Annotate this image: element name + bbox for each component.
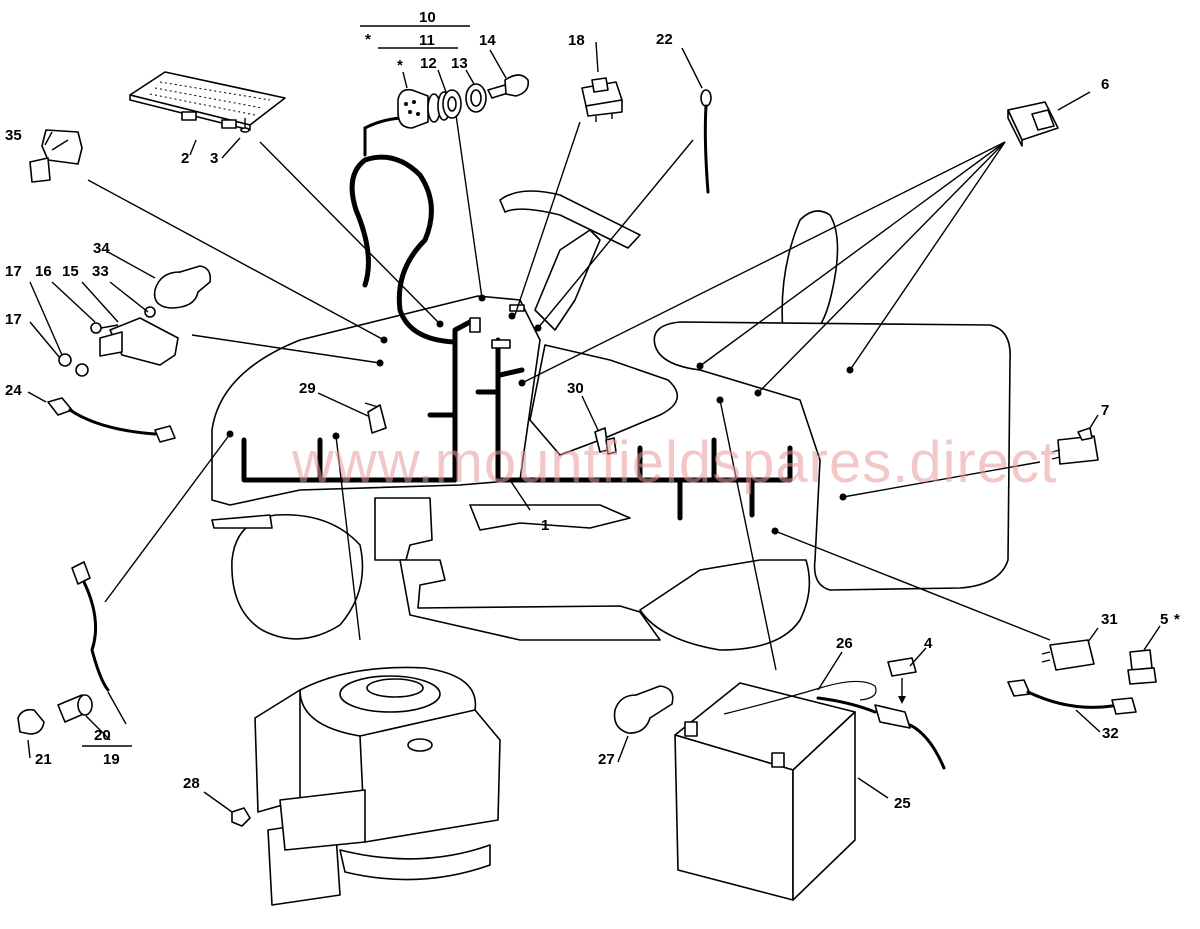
screw-part	[240, 118, 250, 133]
label-2: 2	[181, 150, 189, 167]
label-26: 26	[836, 635, 853, 652]
cable-clip-part	[367, 404, 387, 434]
label-11: 11	[419, 32, 435, 49]
label-30: 30	[567, 380, 584, 397]
label-3: 3	[210, 150, 218, 167]
wire-lead-part-32	[1007, 679, 1137, 715]
label-15: 15	[62, 263, 79, 280]
label-22: 22	[656, 31, 673, 48]
ignition-switch-part	[397, 83, 487, 129]
label-32: 32	[1102, 725, 1119, 742]
relay-switch-part	[1041, 639, 1095, 671]
label-16: 16	[35, 263, 52, 280]
label-14: 14	[479, 32, 496, 49]
label-1: 1	[541, 517, 549, 534]
microswitch-part	[1051, 427, 1099, 465]
pressure-switch-part	[1127, 649, 1157, 685]
watermark-text: www.mountfieldspares.direct	[291, 430, 1057, 495]
label-31: 31	[1101, 611, 1118, 628]
label-28: 28	[183, 775, 200, 792]
tractor-outline	[211, 190, 1011, 651]
terminal-cap-part	[613, 685, 674, 734]
clip-part	[594, 427, 617, 455]
label-5: 5	[1160, 611, 1168, 628]
label-17b: 17	[5, 311, 22, 328]
label-star-a: *	[365, 31, 371, 48]
label-20: 20	[94, 727, 111, 744]
lamp-harness-part	[17, 561, 110, 735]
rocker-switch-part	[581, 77, 623, 122]
wire-lead-part	[47, 397, 176, 443]
solenoid-cap-part	[153, 265, 212, 309]
fuse-holder-part	[816, 657, 946, 770]
solenoid-part	[58, 306, 179, 377]
label-17a: 17	[5, 263, 22, 280]
label-18: 18	[568, 32, 585, 49]
battery-part	[674, 680, 877, 901]
sensor-part	[700, 89, 712, 194]
nut-part	[231, 807, 251, 827]
label-33: 33	[92, 263, 109, 280]
label-4: 4	[924, 635, 933, 652]
label-35: 35	[5, 127, 22, 144]
label-13: 13	[451, 55, 468, 72]
label-29: 29	[299, 380, 316, 397]
label-5-star: *	[1174, 611, 1180, 628]
label-34: 34	[93, 240, 110, 257]
label-19: 19	[103, 751, 120, 768]
label-12: 12	[420, 55, 437, 72]
label-7: 7	[1101, 402, 1109, 419]
label-leaders	[27, 25, 1161, 813]
engine-part	[254, 666, 501, 906]
label-24: 24	[5, 382, 22, 399]
switch-part	[1007, 101, 1059, 147]
label-27: 27	[598, 751, 615, 768]
ignition-key-part	[487, 74, 530, 99]
label-21: 21	[35, 751, 52, 768]
leader-lines	[87, 107, 1051, 671]
label-10: 10	[419, 9, 436, 26]
relay-part	[29, 129, 83, 183]
label-star-b: *	[397, 57, 403, 74]
label-25: 25	[894, 795, 911, 812]
circuit-board-part	[129, 71, 286, 131]
label-6: 6	[1101, 76, 1109, 93]
part-labels: 1 2 3 4 5 * 6 7 10 11 12 13 14 15 16 17 …	[5, 9, 1180, 812]
